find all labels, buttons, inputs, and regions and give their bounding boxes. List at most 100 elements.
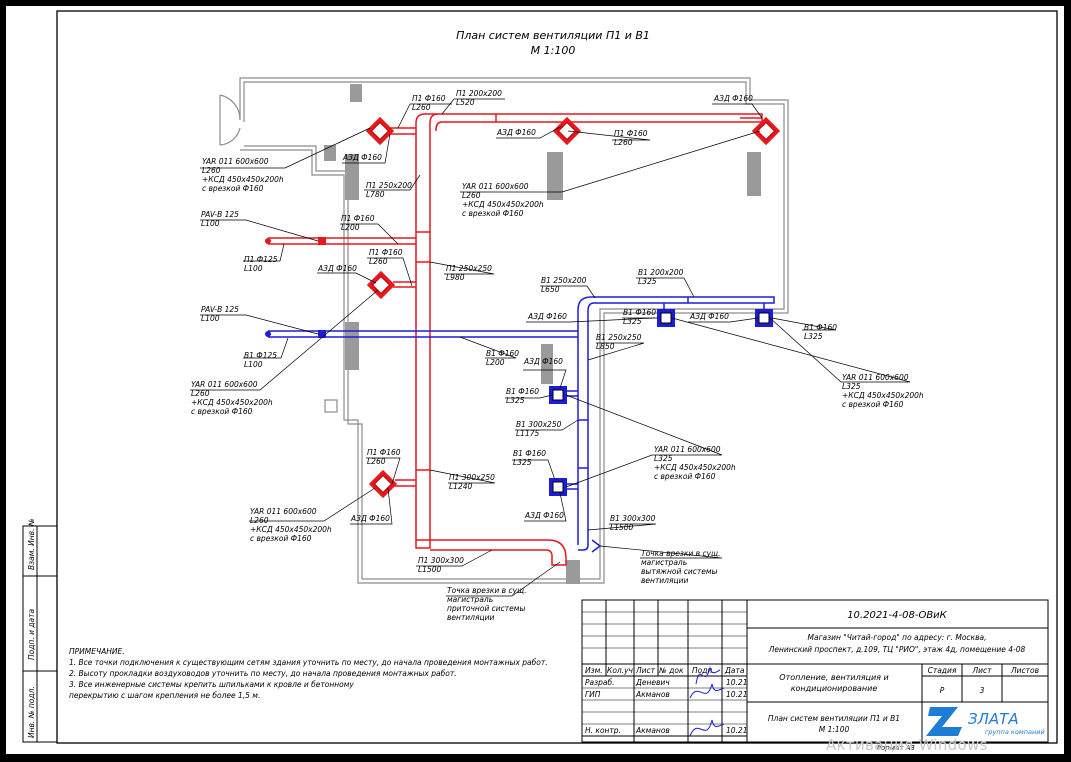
notes-heading: ПРИМЕЧАНИЕ. (69, 647, 125, 656)
duct-label: В1 Ф160 (804, 323, 837, 332)
exhaust-diffusers (265, 309, 773, 496)
sheet-frame (56, 10, 1058, 744)
supply-branch-pav (268, 237, 416, 245)
floor-drain (324, 399, 338, 413)
damper-label: АЗД Ф160 (350, 514, 390, 523)
diffuser-flow: L325 (654, 454, 673, 463)
supply-damper (318, 237, 326, 245)
diffuser-box: +КСД 450x450x200h (250, 525, 332, 534)
col-header: Кол.уч (607, 666, 634, 675)
duct-length: L260 (614, 138, 633, 147)
duct-label: П1 Ф125 (244, 255, 278, 264)
valve-flow: L100 (201, 219, 220, 228)
title-block (581, 599, 1049, 743)
outer-wall (239, 77, 789, 584)
col-header: Дата (724, 666, 745, 675)
duct-label: В1 300x300 (610, 514, 656, 523)
duct-label: П1 Ф160 (412, 94, 446, 103)
duct-length: L200 (341, 223, 360, 232)
duct-label: П1 250x200 (366, 181, 412, 190)
duct-length: L1500 (610, 523, 633, 532)
duct-label: В1 Ф125 (244, 351, 277, 360)
connection-point-label: Точка врезки в сущ. (641, 549, 721, 558)
company-name: ЗЛАТА (968, 710, 1019, 728)
sign-date: 10.21 (726, 690, 747, 699)
diffuser-box: +КСД 450x450x200h (202, 175, 284, 184)
supply-outlet-elbow (416, 539, 567, 566)
diffuser-label: YAR 011 600x600 (250, 507, 317, 516)
project-code: 10.2021-4-08-ОВиК (847, 610, 947, 621)
duct-length: L260 (412, 103, 431, 112)
duct-length: L325 (506, 396, 525, 405)
sheet-scale: М 1:100 (819, 725, 850, 734)
stage-value: Р (940, 686, 945, 695)
duct-label: В1 250x200 (541, 276, 587, 285)
duct-label: П1 300x300 (418, 556, 464, 565)
duct-length: L100 (244, 360, 263, 369)
note-item: 1. Все точки подключения к существующим … (69, 658, 548, 667)
section-name-line2: кондиционирование (791, 684, 878, 693)
diffuser-label: YAR 011 600x600 (842, 373, 909, 382)
role-label: Н. контр. (585, 726, 621, 735)
duct-length: L325 (513, 458, 532, 467)
duct-label: П1 Ф160 (369, 248, 403, 257)
diffuser-connection: с врезкой Ф160 (654, 472, 716, 481)
drawing-title: План систем вентиляции П1 и В1 (456, 29, 650, 42)
column (566, 560, 580, 584)
damper-label: АЗД Ф160 (342, 153, 382, 162)
exhaust-diffuser (657, 309, 675, 327)
sheets-header: Листов (1010, 666, 1039, 675)
supply-branch (395, 479, 416, 487)
stamp-label: Инв. № подл. (27, 686, 36, 738)
os-activation-watermark: Активация Windows (826, 736, 988, 754)
sign-date: 10.21 (726, 678, 747, 687)
diffuser-label: YAR 011 600x600 (462, 182, 529, 191)
col-header: Лист (635, 666, 656, 675)
sign-date: 10.21 (726, 726, 747, 735)
duct-label: В1 300x250 (516, 420, 562, 429)
paper (6, 6, 1064, 754)
col-header: Изм. (585, 666, 603, 675)
column (345, 154, 359, 200)
role-label: ГИП (585, 690, 601, 699)
notes: ПРИМЕЧАНИЕ. 1. Все точки подключения к с… (69, 647, 548, 700)
diffuser-connection: с врезкой Ф160 (462, 209, 524, 218)
logo-mark-icon (926, 707, 962, 736)
diffuser-connection: с врезкой Ф160 (250, 534, 312, 543)
sheet-value: 3 (980, 686, 985, 695)
duct-length: L325 (638, 277, 657, 286)
side-stamp (22, 525, 58, 743)
col-header: № док (658, 666, 684, 675)
column (350, 84, 362, 102)
object-name: Магазин "Читай-город" по адресу: г. Моск… (808, 633, 987, 642)
duct-label: В1 250x250 (596, 333, 642, 342)
connection-point-line: магистраль (447, 595, 493, 604)
duct-label: П1 Ф160 (614, 129, 648, 138)
exhaust-diffuser (755, 309, 773, 327)
col-header: Подп. (692, 666, 715, 675)
connection-point-line: магистраль (641, 558, 687, 567)
leader-lines (190, 98, 911, 597)
stamp-label: Взам. Инв. № (27, 518, 36, 570)
supply-elbow (415, 113, 438, 124)
person-name: Акманов (635, 690, 670, 699)
supply-branch (390, 127, 416, 135)
door-swing (219, 94, 241, 121)
connection-point-line: вытяжной системы (641, 567, 717, 576)
